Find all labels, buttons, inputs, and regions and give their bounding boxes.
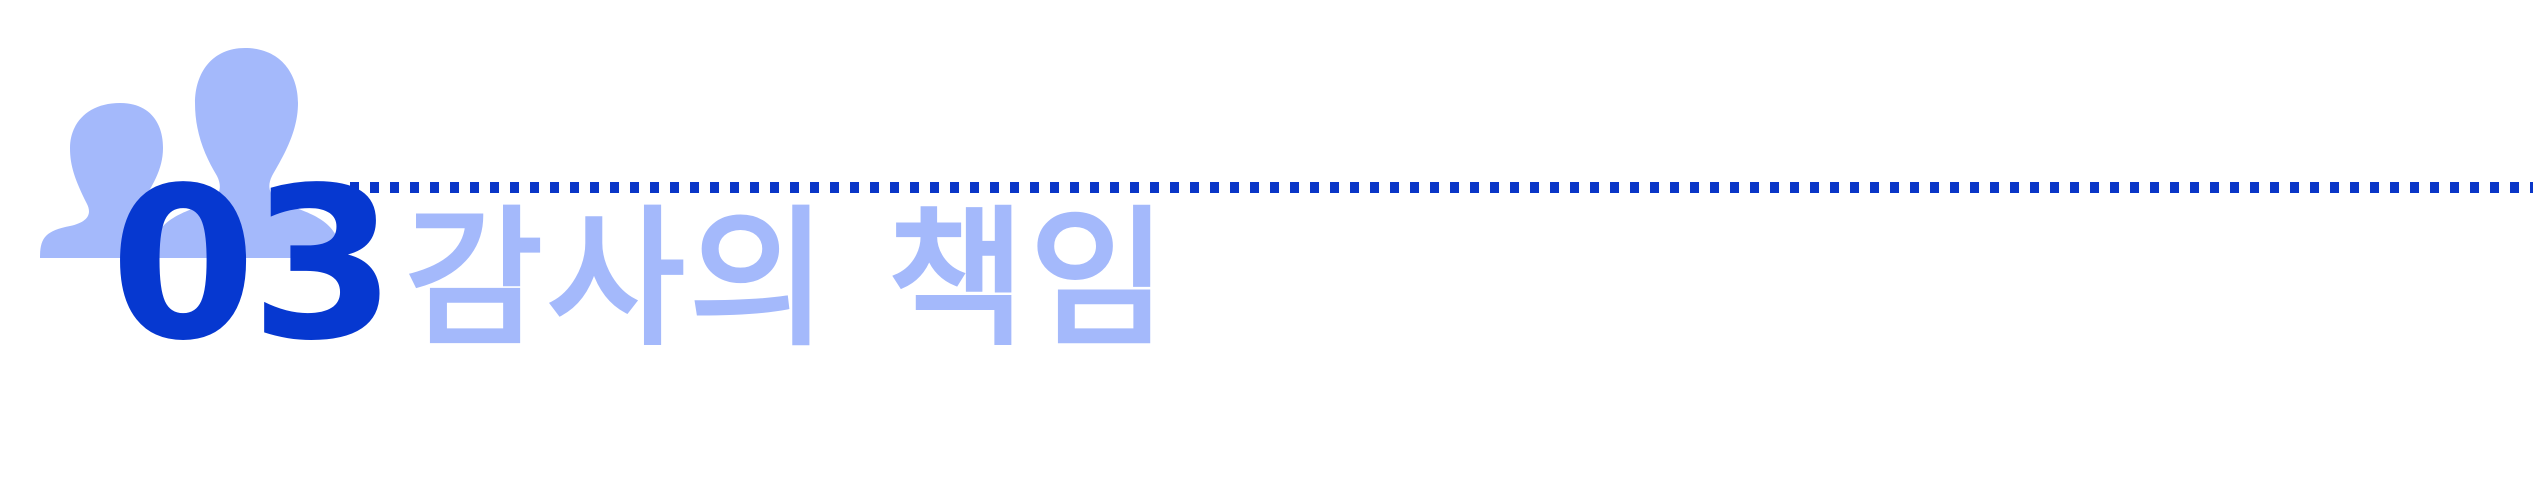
people-icon [40,48,342,258]
dotted-divider [350,182,2533,193]
section-number: 03 [110,142,396,387]
section-title: 감사의 책임 [405,193,1172,367]
